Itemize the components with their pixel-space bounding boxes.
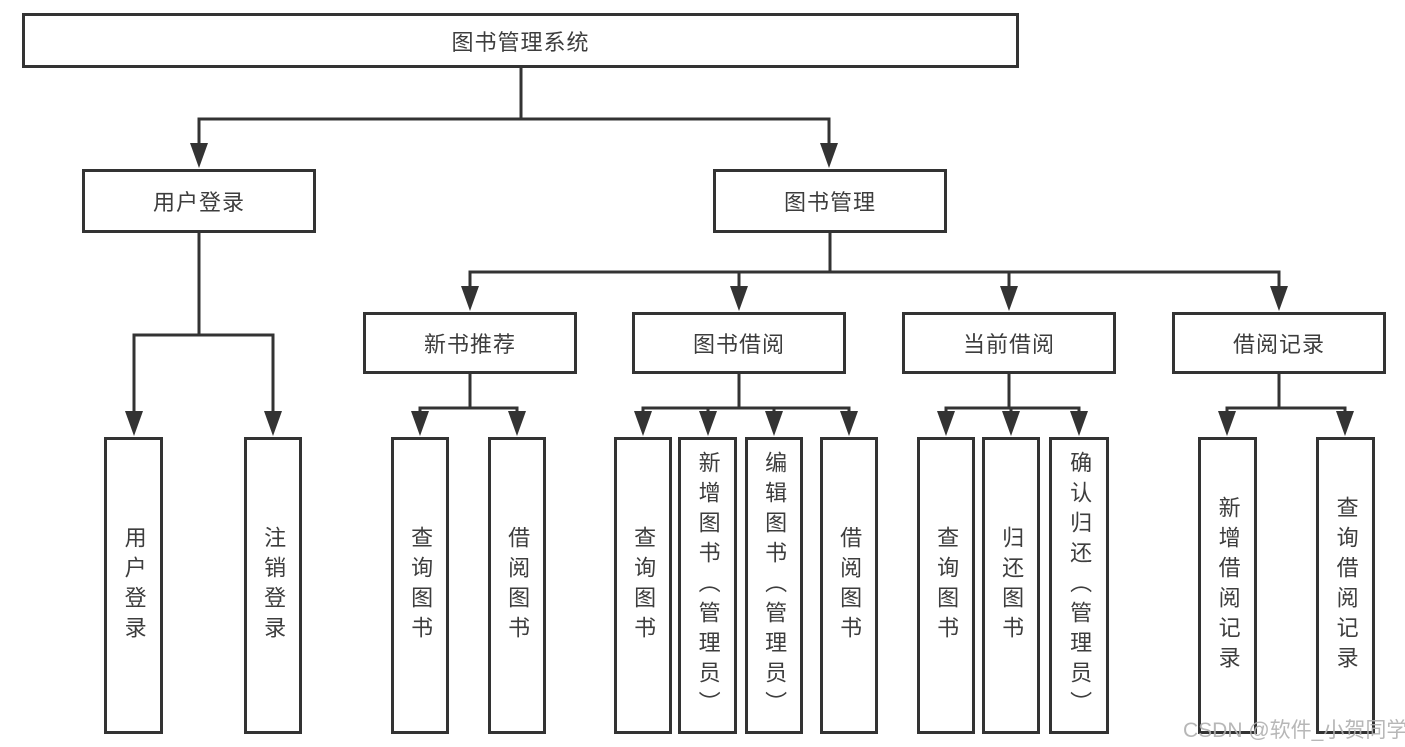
node-book-borrowing: 图书借阅 bbox=[632, 312, 846, 374]
node-borrowing-records: 借阅记录 bbox=[1172, 312, 1386, 374]
node-search-books-borrowing: 查询图书 bbox=[614, 437, 672, 734]
node-return-books-label: 归还图书 bbox=[999, 525, 1025, 646]
node-add-book-admin-label: 新增图书（管理员） bbox=[695, 450, 721, 721]
node-add-borrow-record-label: 新增借阅记录 bbox=[1215, 495, 1241, 676]
node-current-borrowing: 当前借阅 bbox=[902, 312, 1116, 374]
node-logout-action: 注销登录 bbox=[244, 437, 302, 734]
node-search-borrow-record: 查询借阅记录 bbox=[1316, 437, 1375, 734]
node-search-books-recommend-label: 查询图书 bbox=[408, 525, 434, 646]
node-borrow-books-borrowing: 借阅图书 bbox=[820, 437, 878, 734]
node-borrow-books-borrowing-label: 借阅图书 bbox=[837, 525, 863, 646]
connector-current-children bbox=[944, 374, 1081, 415]
node-user-login-action-label: 用户登录 bbox=[121, 525, 147, 646]
node-user-login-action: 用户登录 bbox=[104, 437, 163, 734]
connector-recommend-children bbox=[418, 374, 519, 415]
node-current-borrowing-label: 当前借阅 bbox=[962, 332, 1055, 357]
node-edit-book-admin: 编辑图书（管理员） bbox=[745, 437, 803, 734]
node-edit-book-admin-label: 编辑图书（管理员） bbox=[762, 450, 788, 721]
node-borrow-books-recommend: 借阅图书 bbox=[488, 437, 546, 734]
node-logout-action-label: 注销登录 bbox=[261, 525, 287, 646]
connector-book-mgmt-children bbox=[468, 233, 1281, 290]
node-user-login-label: 用户登录 bbox=[152, 190, 245, 215]
node-book-borrowing-label: 图书借阅 bbox=[692, 332, 785, 357]
node-search-books-current-label: 查询图书 bbox=[934, 525, 960, 646]
node-user-login: 用户登录 bbox=[82, 169, 316, 233]
node-library-system: 图书管理系统 bbox=[22, 13, 1019, 68]
csdn-watermark: CSDN @软件_小贺同学 bbox=[1183, 719, 1405, 742]
connector-records-children bbox=[1225, 374, 1347, 415]
node-search-books-borrowing-label: 查询图书 bbox=[631, 525, 657, 646]
node-search-books-current: 查询图书 bbox=[917, 437, 975, 734]
node-add-book-admin: 新增图书（管理员） bbox=[678, 437, 737, 734]
node-new-book-recommendation: 新书推荐 bbox=[363, 312, 577, 374]
arrowhead-icons bbox=[125, 143, 1354, 436]
node-library-system-label: 图书管理系统 bbox=[451, 29, 590, 55]
node-new-book-recommendation-label: 新书推荐 bbox=[423, 332, 516, 357]
connector-borrowing-children bbox=[641, 374, 851, 415]
connector-root-to-level2 bbox=[197, 68, 831, 147]
node-add-borrow-record: 新增借阅记录 bbox=[1198, 437, 1257, 734]
node-book-management-label: 图书管理 bbox=[783, 190, 876, 215]
node-borrowing-records-label: 借阅记录 bbox=[1232, 332, 1325, 357]
node-confirm-return-admin: 确认归还（管理员） bbox=[1049, 437, 1109, 734]
node-confirm-return-admin-label: 确认归还（管理员） bbox=[1067, 450, 1093, 721]
connector-user-login-children bbox=[132, 233, 275, 414]
node-search-borrow-record-label: 查询借阅记录 bbox=[1333, 495, 1359, 676]
node-borrow-books-recommend-label: 借阅图书 bbox=[505, 525, 531, 646]
node-search-books-recommend: 查询图书 bbox=[391, 437, 449, 734]
node-book-management: 图书管理 bbox=[713, 169, 947, 233]
node-return-books: 归还图书 bbox=[982, 437, 1040, 734]
